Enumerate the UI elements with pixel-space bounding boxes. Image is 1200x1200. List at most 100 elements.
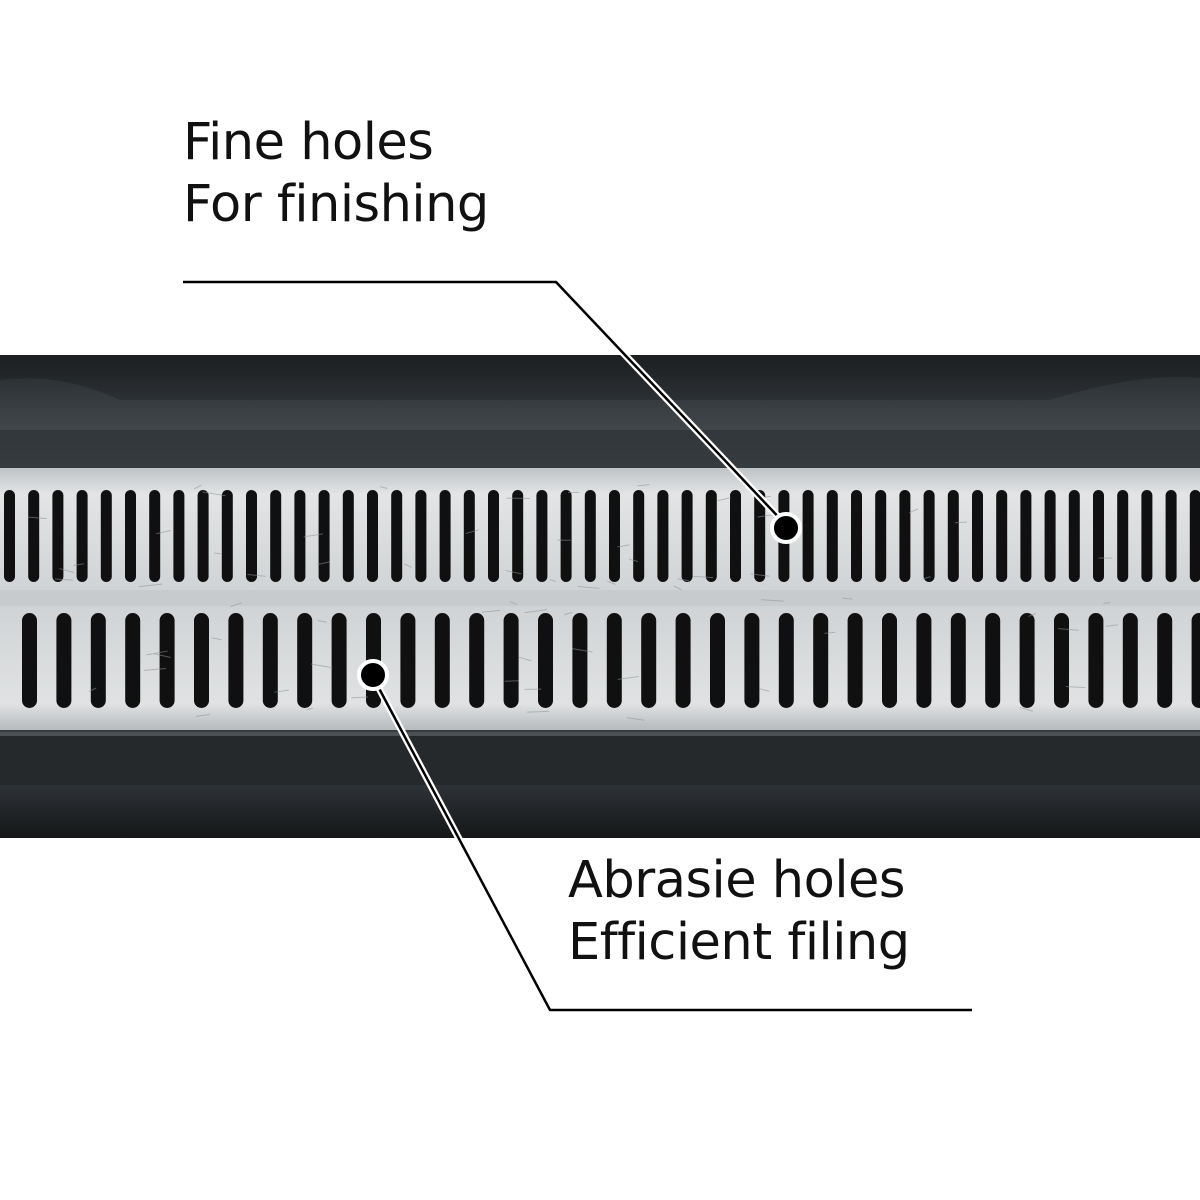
scratch-mark	[1028, 613, 1036, 617]
abrasive-hole	[262, 613, 278, 708]
fine-hole	[899, 490, 911, 582]
fine-hole	[1141, 490, 1153, 582]
fine-hole	[149, 490, 161, 582]
fine-hole	[197, 490, 209, 582]
fine-hole	[1117, 490, 1129, 582]
fine-hole	[681, 490, 693, 582]
fine-hole	[28, 490, 40, 582]
scratch-mark	[677, 578, 690, 582]
abrasive-hole	[744, 613, 760, 708]
fine-hole	[342, 490, 354, 582]
scratch-mark	[563, 612, 573, 616]
fine-hole	[705, 490, 717, 582]
fine-hole	[1189, 490, 1200, 582]
scratch-mark	[146, 650, 168, 656]
scratch-mark	[465, 529, 479, 535]
scratch-mark	[908, 508, 919, 514]
handle-upper-bevel	[0, 376, 1200, 430]
abrasive-hole	[331, 613, 347, 708]
scratch-mark	[1105, 624, 1118, 627]
scratch-mark	[274, 689, 289, 693]
abrasive-hole	[228, 613, 244, 708]
fine-hole	[1068, 490, 1080, 582]
scratch-mark	[628, 558, 638, 562]
scratch-mark	[195, 713, 211, 718]
abrasive-hole	[434, 613, 450, 708]
abrasive-hole	[1054, 613, 1069, 708]
fine-hole	[173, 490, 185, 582]
scratch-mark	[138, 583, 163, 588]
scratch-mark	[824, 631, 836, 634]
fine-hole	[996, 490, 1008, 582]
abrasive-hole	[641, 613, 657, 708]
fine-hole	[463, 490, 475, 582]
scratch-mark	[617, 544, 630, 548]
fine-hole	[657, 490, 669, 582]
abrasive-hole	[985, 613, 1001, 708]
scratch-mark	[1058, 628, 1079, 631]
scratch-mark	[1065, 685, 1086, 689]
scratch-mark	[572, 648, 593, 653]
abrasive-hole	[1191, 613, 1200, 708]
scratch-mark	[73, 563, 84, 566]
fine-hole	[633, 490, 645, 582]
fine-hole	[851, 490, 862, 582]
scratch-mark	[88, 687, 97, 692]
abrasive-hole	[916, 613, 932, 708]
scratch-mark	[303, 533, 324, 538]
fine-holes-row	[4, 490, 1200, 582]
fine-hole	[221, 490, 233, 582]
scratch-mark	[214, 552, 221, 555]
fine-hole	[488, 490, 499, 582]
abrasive-hole	[538, 613, 553, 708]
scratch-mark	[317, 620, 327, 623]
scratch-mark	[673, 585, 682, 591]
abrasive-hole	[194, 613, 209, 708]
abrasive-hole	[778, 613, 794, 708]
fine-holes-marker-dot	[770, 512, 802, 544]
abrasive-hole	[159, 613, 175, 708]
fine-hole	[4, 490, 15, 582]
abrasive-hole	[469, 613, 485, 708]
scratch-mark	[54, 578, 74, 581]
scratch-mark	[842, 597, 853, 600]
abrasive-hole	[710, 613, 725, 708]
abrasive-hole	[22, 613, 37, 708]
scratch-mark	[759, 688, 770, 692]
scratch-mark	[229, 602, 242, 608]
fine-hole	[972, 490, 983, 582]
scratch-mark	[310, 663, 333, 669]
abrasive-hole	[950, 613, 966, 708]
scratch-mark	[317, 561, 330, 566]
fine-hole	[391, 490, 403, 582]
fine-hole	[318, 490, 330, 582]
fine-hole	[754, 490, 766, 582]
fine-hole	[415, 490, 427, 582]
fine-hole	[512, 490, 524, 582]
scratch-mark	[505, 570, 522, 575]
scratch-mark	[306, 707, 313, 711]
abrasive-hole	[297, 613, 313, 708]
abrasive-hole	[606, 613, 622, 708]
scratch-mark	[527, 710, 550, 713]
scratch-mark	[154, 653, 171, 658]
scratch-mark	[577, 586, 600, 589]
abrasive-hole	[847, 613, 863, 708]
abrasive-hole	[503, 613, 519, 708]
scratch-mark	[380, 486, 388, 490]
abrasive-hole	[675, 613, 691, 708]
fine-hole	[560, 490, 572, 582]
scratch-mark	[193, 484, 202, 490]
fine-hole	[875, 490, 887, 582]
scratch-mark	[717, 497, 731, 502]
fine-hole	[1093, 490, 1104, 582]
abrasive-hole	[1157, 613, 1173, 708]
scratch-mark	[617, 676, 639, 680]
scratch-mark	[693, 575, 714, 579]
fine-hole	[76, 490, 88, 582]
fine-hole	[1165, 490, 1177, 582]
fine-holes-title: Fine holes	[183, 113, 434, 172]
plate-scratches	[28, 484, 1118, 721]
fine-hole	[947, 490, 959, 582]
fine-hole	[1044, 490, 1056, 582]
